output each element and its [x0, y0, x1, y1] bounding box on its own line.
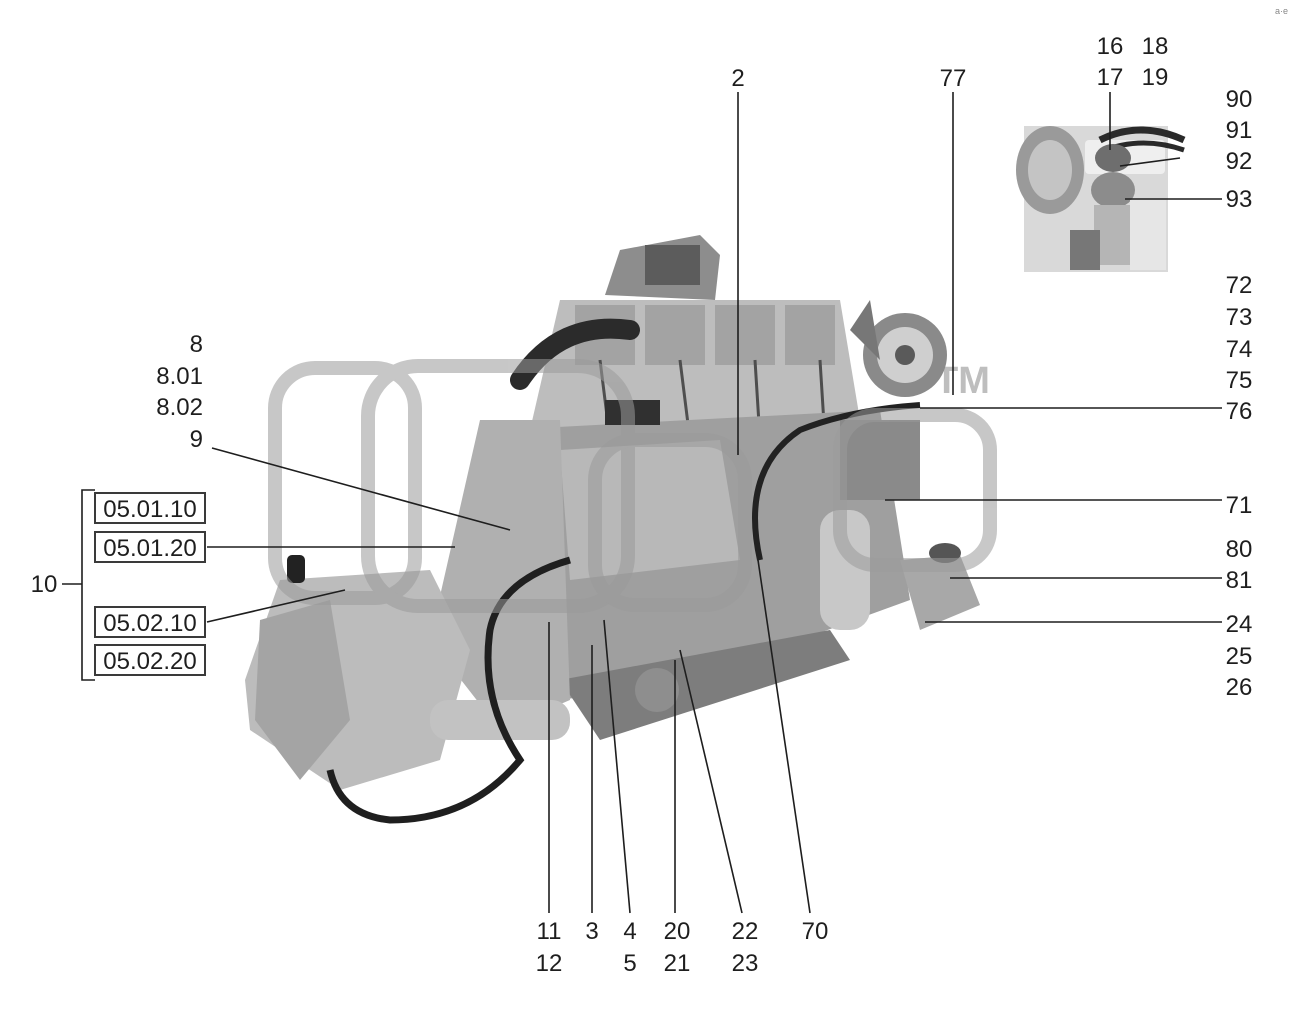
callout-90: 90 [1226, 86, 1253, 113]
ref-box-05-01-10 [94, 492, 206, 524]
callout-25: 25 [1226, 643, 1253, 670]
callout-81: 81 [1226, 567, 1253, 594]
corner-mark: a·e [1275, 6, 1288, 16]
callout-2: 2 [731, 65, 744, 92]
callout-80: 80 [1226, 536, 1253, 563]
ref-label-05-01-20: 05.01.20 [103, 535, 196, 562]
callout-76: 76 [1226, 398, 1253, 425]
ref-label-05-02-10: 05.02.10 [103, 610, 196, 637]
callout-8-01: 8.01 [156, 363, 203, 390]
callout-16: 16 [1097, 33, 1124, 60]
reference-boxes: 05.01.10 05.01.20 05.02.10 05.02.20 [94, 492, 206, 676]
callout-3: 3 [585, 918, 598, 945]
callout-26: 26 [1226, 674, 1253, 701]
ref-box-05-02-10 [94, 606, 206, 638]
callout-70: 70 [802, 918, 829, 945]
callout-93: 93 [1226, 186, 1253, 213]
callout-21: 21 [664, 950, 691, 977]
callout-17: 17 [1097, 64, 1124, 91]
callout-23: 23 [732, 950, 759, 977]
callout-8: 8 [190, 331, 203, 358]
callout-4: 4 [623, 918, 636, 945]
callout-22: 22 [732, 918, 759, 945]
callout-10: 10 [31, 571, 58, 598]
callout-labels: 2 77 16 18 17 19 90 91 92 93 72 73 74 75… [31, 33, 1253, 977]
leader-lines [62, 92, 1222, 914]
callout-18: 18 [1142, 33, 1169, 60]
callout-24: 24 [1226, 611, 1253, 638]
ref-box-05-01-20 [94, 531, 206, 563]
callout-71: 71 [1226, 492, 1253, 519]
callout-72: 72 [1226, 272, 1253, 299]
ref-label-05-01-10: 05.01.10 [103, 496, 196, 523]
callout-8-02: 8.02 [156, 394, 203, 421]
callout-19: 19 [1142, 64, 1169, 91]
callout-5: 5 [623, 950, 636, 977]
ref-label-05-02-20: 05.02.20 [103, 648, 196, 675]
callout-92: 92 [1226, 148, 1253, 175]
callout-91: 91 [1226, 117, 1253, 144]
callout-73: 73 [1226, 304, 1253, 331]
engine-illustration [245, 235, 980, 824]
ref-box-05-02-20 [94, 644, 206, 676]
watermark-tm: TM [935, 360, 990, 402]
callout-75: 75 [1226, 367, 1253, 394]
callout-77: 77 [940, 65, 967, 92]
callout-11: 11 [537, 918, 562, 945]
callout-20: 20 [664, 918, 691, 945]
watermark: TM [268, 359, 997, 613]
callout-9: 9 [190, 426, 203, 453]
callout-12: 12 [536, 950, 563, 977]
callout-74: 74 [1226, 336, 1253, 363]
inset-photo [1016, 126, 1186, 272]
